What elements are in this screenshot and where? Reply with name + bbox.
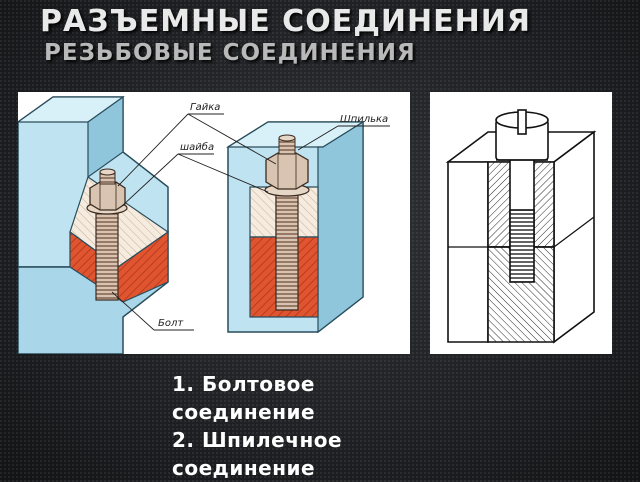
label-bolt: Болт	[158, 318, 184, 329]
leader-lines	[111, 113, 390, 331]
label-washer: шайба	[180, 141, 214, 153]
caption-line-4: соединение	[172, 456, 316, 480]
bolted-connection	[18, 95, 170, 354]
slide-subtitle: РЕЗЬБОВЫЕ СОЕДИНЕНИЯ	[44, 40, 416, 66]
label-nut: Гайка	[190, 102, 220, 113]
caption-line-2: соединение	[172, 400, 316, 424]
caption: 1. Болтовое соединение 2. Шпилечное соед…	[172, 370, 452, 482]
label-stud: Шпилька	[340, 114, 388, 125]
caption-line-1: 1. Болтовое	[172, 372, 315, 396]
stud-connection	[225, 120, 366, 334]
screw-block	[445, 109, 597, 344]
connections-drawing: Гайка шайба Шпилька Болт	[18, 95, 390, 354]
screw-drawing	[445, 109, 597, 344]
caption-line-3: 2. Шпилечное	[172, 428, 343, 452]
slide-title: РАЗЪЕМНЫЕ СОЕДИНЕНИЯ	[40, 4, 531, 39]
threaded-connections-illustration: Гайка шайба Шпилька Болт	[18, 92, 410, 354]
screw-connection-illustration	[430, 92, 612, 354]
